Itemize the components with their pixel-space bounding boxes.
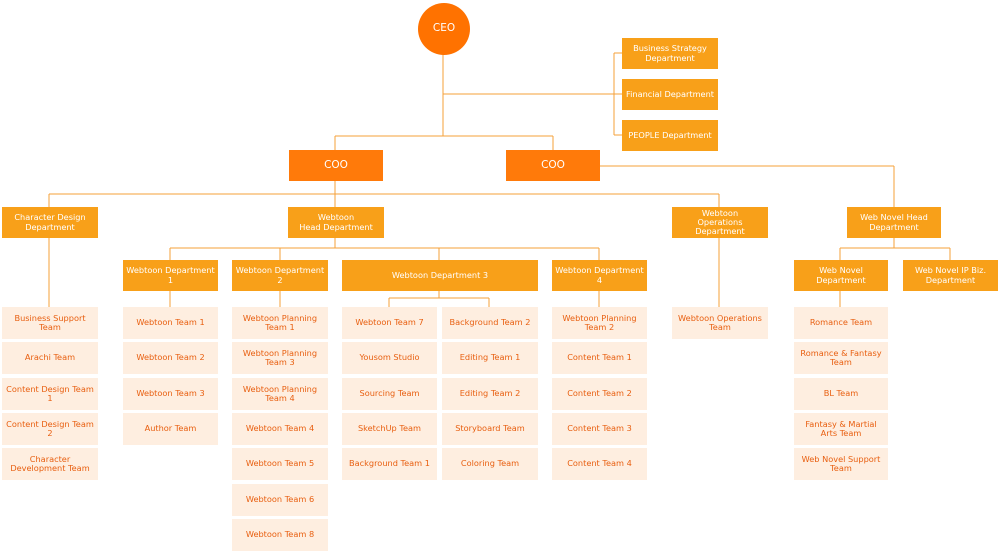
webtoon-department-2: Webtoon Department 2: [232, 260, 328, 291]
team-yousom-studio: Yousom Studio: [342, 342, 437, 374]
team-business-support: Business Support Team: [2, 307, 98, 339]
web-novel-ip-biz-department: Web Novel IP Biz. Department: [903, 260, 998, 291]
team-webtoon-1: Webtoon Team 1: [123, 307, 218, 339]
team-webtoon-3: Webtoon Team 3: [123, 378, 218, 410]
coo-left-node: COO: [289, 150, 383, 181]
team-webtoon-planning-3: Webtoon Planning Team 3: [232, 342, 328, 374]
team-arachi: Arachi Team: [2, 342, 98, 374]
team-webtoon-7: Webtoon Team 7: [342, 307, 437, 339]
team-webtoon-4: Webtoon Team 4: [232, 413, 328, 445]
team-background-2: Background Team 2: [442, 307, 538, 339]
team-webtoon-planning-1: Webtoon Planning Team 1: [232, 307, 328, 339]
team-editing-1: Editing Team 1: [442, 342, 538, 374]
ceo-node: CEO: [418, 3, 470, 55]
team-content-3: Content Team 3: [552, 413, 647, 445]
business-strategy-department: Business Strategy Department: [622, 38, 718, 69]
team-content-design-1: Content Design Team 1: [2, 378, 98, 410]
team-webtoon-operations: Webtoon Operations Team: [672, 307, 768, 339]
webtoon-department-4: Webtoon Department 4: [552, 260, 647, 291]
team-bl: BL Team: [794, 378, 888, 410]
team-author: Author Team: [123, 413, 218, 445]
webtoon-department-1: Webtoon Department 1: [123, 260, 218, 291]
team-romance: Romance Team: [794, 307, 888, 339]
webtoon-operations-label: Webtoon: [701, 207, 739, 218]
team-storyboard: Storyboard Team: [442, 413, 538, 445]
coo-right-node: COO: [506, 150, 600, 181]
webtoon-head-label: Webtoon: [317, 212, 355, 223]
character-design-department: Character Design Department: [2, 207, 98, 238]
team-coloring: Coloring Team: [442, 448, 538, 480]
team-background-1: Background Team 1: [342, 448, 437, 480]
team-sourcing: Sourcing Team: [342, 378, 437, 410]
team-webtoon-5: Webtoon Team 5: [232, 448, 328, 480]
team-editing-2: Editing Team 2: [442, 378, 538, 410]
team-webtoon-6: Webtoon Team 6: [232, 484, 328, 516]
web-novel-department: Web Novel Department: [794, 260, 888, 291]
team-content-2: Content Team 2: [552, 378, 647, 410]
webtoon-department-3: Webtoon Department 3: [342, 260, 538, 291]
team-web-novel-support: Web Novel Support Team: [794, 448, 888, 480]
webtoon-operations-label: Operations Department: [695, 216, 745, 237]
team-content-design-2: Content Design Team 2: [2, 413, 98, 445]
team-content-1: Content Team 1: [552, 342, 647, 374]
team-fantasy-martial-arts: Fantasy & Martial Arts Team: [794, 413, 888, 445]
team-webtoon-8: Webtoon Team 8: [232, 519, 328, 551]
webtoon-head-label: Head Department: [299, 221, 373, 232]
team-webtoon-planning-4: Webtoon Planning Team 4: [232, 378, 328, 410]
financial-department: Financial Department: [622, 79, 718, 110]
team-sketchup: SketchUp Team: [342, 413, 437, 445]
team-content-4: Content Team 4: [552, 448, 647, 480]
team-character-development: Character Development Team: [2, 448, 98, 480]
people-department: PEOPLE Department: [622, 120, 718, 151]
team-webtoon-2: Webtoon Team 2: [123, 342, 218, 374]
team-romance-fantasy: Romance & Fantasy Team: [794, 342, 888, 374]
web-novel-head-department: Web Novel Head Department: [847, 207, 941, 238]
team-webtoon-planning-2: Webtoon Planning Team 2: [552, 307, 647, 339]
